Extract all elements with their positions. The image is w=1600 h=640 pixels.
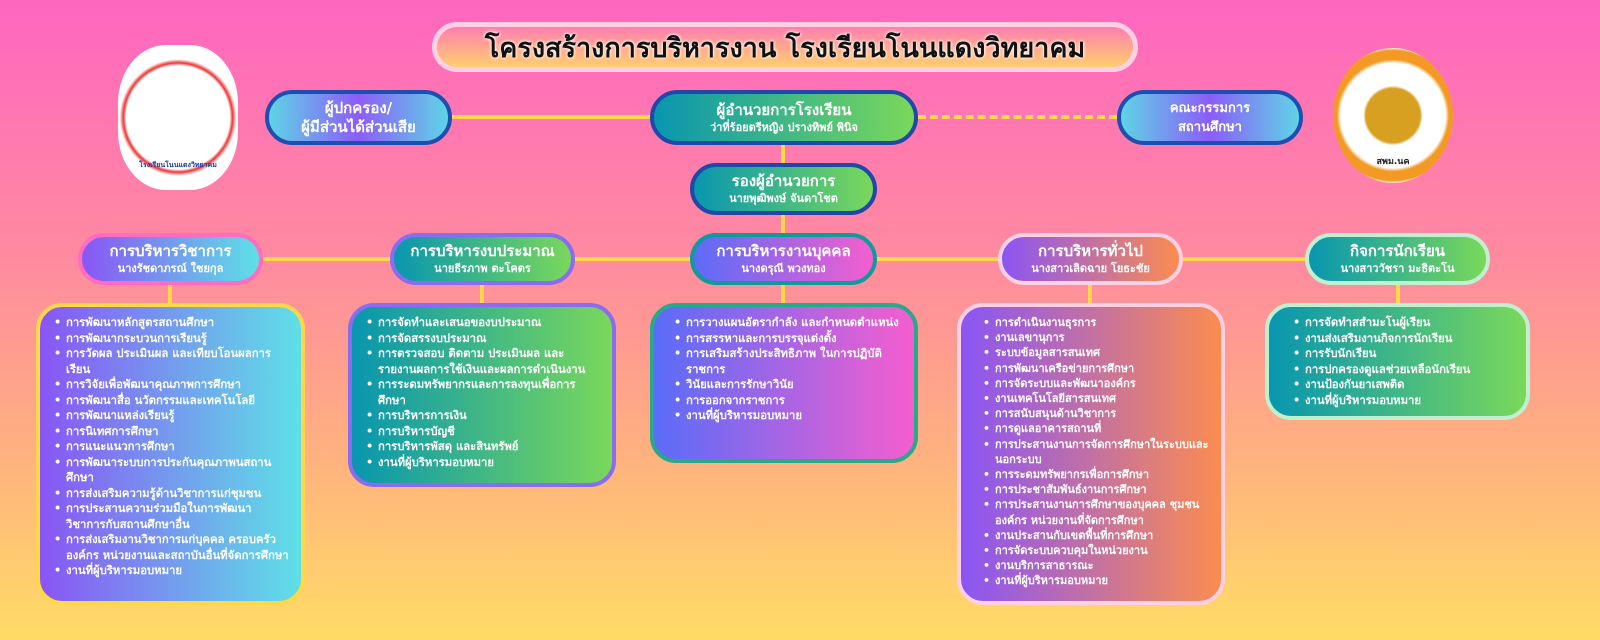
task-item: งานที่ผู้บริหารมอบหมาย — [1293, 393, 1516, 409]
chart-title: โครงสร้างการบริหารงาน โรงเรียนโนนแดงวิทย… — [432, 22, 1138, 72]
connector — [1088, 284, 1092, 304]
task-item: การดำเนินงานธุรการ — [983, 315, 1211, 330]
task-item: งานเลขานุการ — [983, 330, 1211, 345]
dept-head: นายธีรภาพ ตะโคตร — [434, 262, 531, 275]
task-item: การบริหารบัญชี — [366, 424, 602, 440]
task-item: การประสานงานการศึกษาของบุคคล ชุมชน องค์ก… — [983, 497, 1211, 527]
task-item: การพัฒนาระบบการประกันคุณภาพนสถานศึกษา — [54, 455, 291, 486]
parents-line1: ผู้ปกครอง/ — [324, 98, 393, 117]
task-item: การประสานความร่วมมือในการพัฒนาวิชาการกับ… — [54, 501, 291, 532]
dept-head: นางดรุณี พวงทอง — [741, 262, 826, 275]
office-logo: สพม.นค — [1333, 48, 1453, 183]
director-name: ว่าที่ร้อยตรีหญิง ปรางทิพย์ พินิจ — [710, 120, 858, 134]
connector — [480, 284, 484, 304]
dept-head: นางสาววัชรา มะธิตะโน — [1340, 262, 1455, 275]
connector — [452, 115, 650, 119]
task-item: การพัฒนาแหล่งเรียนรู้ — [54, 408, 291, 424]
task-item: การบริหารพัสดุ และสินทรัพย์ — [366, 439, 602, 455]
task-item: การพัฒนาเครือข่ายการศึกษา — [983, 361, 1211, 376]
committee-node: คณะกรรมการ สถานศึกษา — [1117, 90, 1303, 145]
dept-head: นางสาวเลิดฉาย โยธะชัย — [1031, 262, 1150, 275]
task-item: การสรรหาและการบรรจุแต่งตั้ง — [674, 331, 904, 347]
dept-personnel-tasks: การวางแผนอัตรากำลัง และกำหนดตำแหน่งการสร… — [650, 303, 918, 463]
task-item: งานส่งเสริมงานกิจการนักเรียน — [1293, 331, 1516, 347]
connector — [168, 284, 172, 304]
task-item: การจัดสรรงบประมาณ — [366, 331, 602, 347]
task-item: การวัดผล ประเมินผล และเทียบโอนผลการเรียน — [54, 346, 291, 377]
task-item: การส่งเสริมงานวิชาการแก่บุคคล ครอบครัว อ… — [54, 532, 291, 563]
dept-head: นางรัชดาภรณ์ ใชยกุล — [117, 262, 224, 275]
dept-student-affairs: กิจการนักเรียน นางสาววัชรา มะธิตะโน — [1305, 233, 1490, 285]
connector — [781, 145, 785, 165]
dept-budget-tasks: การจัดทำและเสนอของบประมาณการจัดสรรงบประม… — [348, 303, 616, 487]
task-item: งานประสานกับเขตพื้นที่การศึกษา — [983, 528, 1211, 543]
task-item: งานที่ผู้บริหารมอบหมาย — [366, 455, 602, 471]
task-item: ระบบข้อมูลสารสนเทศ — [983, 345, 1211, 360]
connector — [781, 214, 785, 234]
dept-academic: การบริหารวิชาการ นางรัชดาภรณ์ ใชยกุล — [78, 233, 263, 285]
dept-general: การบริหารทั่วไป นางสาวเลิดฉาย โยธะชัย — [998, 233, 1183, 285]
dept-title: การบริหารงานบุคคล — [716, 242, 851, 260]
dept-title: การบริหารทั่วไป — [1038, 242, 1143, 260]
task-item: การระดมทรัพยากรเพื่อการศึกษา — [983, 467, 1211, 482]
connector — [1396, 284, 1400, 304]
school-logo-text: โรงเรียนโนนแดงวิทยาคม — [139, 160, 217, 169]
dept-general-tasks: การดำเนินงานธุรการงานเลขานุการระบบข้อมูล… — [957, 303, 1225, 605]
task-item: การประชาสัมพันธ์งานการศึกษา — [983, 482, 1211, 497]
task-item: การตรวจสอบ ติดตาม ประเมินผล และรายงานผลก… — [366, 346, 602, 377]
dept-budget: การบริหารงบประมาณ นายธีรภาพ ตะโคตร — [390, 233, 575, 285]
task-item: การส่งเสริมความรู้ด้านวิชาการแก่ชุมชน — [54, 486, 291, 502]
dept-personnel: การบริหารงานบุคคล นางดรุณี พวงทอง — [690, 233, 877, 285]
task-item: การวางแผนอัตรากำลัง และกำหนดตำแหน่ง — [674, 315, 904, 331]
task-item: การนิเทศการศึกษา — [54, 424, 291, 440]
task-item: งานเทคโนโลยีสารสนเทศ — [983, 391, 1211, 406]
task-item: การวิจัยเพื่อพัฒนาคุณภาพการศึกษา — [54, 377, 291, 393]
task-item: การพัฒนาหลักสูตรสถานศึกษา — [54, 315, 291, 331]
school-logo: โรงเรียนโนนแดงวิทยาคม — [118, 45, 238, 190]
task-item: การเสริมสร้างประสิทธิภาพ ในการปฏิบัติราช… — [674, 346, 904, 377]
task-item: วินัยและการรักษาวินัย — [674, 377, 904, 393]
dept-student-affairs-tasks: การจัดทำสสำมะโนผู้เรียนงานส่งเสริมงานกิจ… — [1265, 303, 1530, 420]
task-item: การจัดระบบและพัฒนาองค์กร — [983, 376, 1211, 391]
task-item: งานที่ผู้บริหารมอบหมาย — [54, 563, 291, 579]
parents-line2: ผู้มีส่วนได้ส่วนเสีย — [301, 117, 416, 136]
task-item: การจัดระบบควบคุมในหน่วยงาน — [983, 543, 1211, 558]
dept-title: กิจการนักเรียน — [1350, 242, 1445, 260]
committee-line2: สถานศึกษา — [1178, 119, 1242, 135]
task-item: การจัดทำและเสนอของบประมาณ — [366, 315, 602, 331]
dept-title: การบริหารวิชาการ — [109, 242, 232, 260]
task-item: งานบริการสาธารณะ — [983, 558, 1211, 573]
task-item: การสนับสนุนด้านวิชาการ — [983, 406, 1211, 421]
deputy-node: รองผู้อำนวยการ นายพุฒิพงษ์ จันดาโชต — [690, 163, 877, 215]
task-item: การพัฒนาสื่อ นวัตกรรมและเทคโนโลยี — [54, 393, 291, 409]
dept-title: การบริหารงบประมาณ — [410, 242, 555, 260]
office-logo-text: สพม.นค — [1376, 156, 1410, 167]
deputy-name: นายพุฒิพงษ์ จันดาโชต — [729, 192, 838, 205]
parents-node: ผู้ปกครอง/ ผู้มีส่วนได้ส่วนเสีย — [265, 90, 452, 145]
task-item: การดูแลอาคารสถานที่ — [983, 421, 1211, 436]
director-title: ผู้อำนวยการโรงเรียน — [716, 100, 852, 119]
task-item: งานป้องกันยาเสพติด — [1293, 377, 1516, 393]
dashed-connector — [918, 115, 1117, 119]
task-item: การปกครองดูแลช่วยเหลือนักเรียน — [1293, 362, 1516, 378]
connector — [781, 284, 785, 304]
task-item: การบริหารการเงิน — [366, 408, 602, 424]
task-item: งานที่ผู้บริหารมอบหมาย — [983, 573, 1211, 588]
task-item: การจัดทำสสำมะโนผู้เรียน — [1293, 315, 1516, 331]
task-item: การระดมทรัพยากรและการลงทุนเพื่อการศึกษา — [366, 377, 602, 408]
deputy-title: รองผู้อำนวยการ — [731, 172, 836, 190]
director-node: ผู้อำนวยการโรงเรียน ว่าที่ร้อยตรีหญิง ปร… — [650, 90, 918, 145]
task-item: การรับนักเรียน — [1293, 346, 1516, 362]
task-item: การออกจากราชการ — [674, 393, 904, 409]
task-item: การพัฒนากระบวนการเรียนรู้ — [54, 331, 291, 347]
task-item: การแนะแนวการศึกษา — [54, 439, 291, 455]
task-item: การประสานงานการจัดการศึกษาในระบบและนอกระ… — [983, 437, 1211, 467]
task-item: งานที่ผู้บริหารมอบหมาย — [674, 408, 904, 424]
committee-line1: คณะกรรมการ — [1169, 100, 1251, 116]
dept-academic-tasks: การพัฒนาหลักสูตรสถานศึกษาการพัฒนากระบวนก… — [36, 303, 305, 605]
